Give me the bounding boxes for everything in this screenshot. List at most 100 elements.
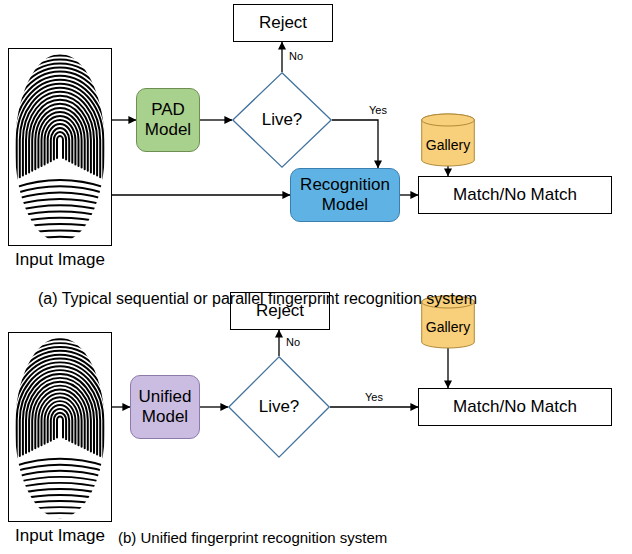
connector-arrow xyxy=(112,406,130,407)
fingerprint-ridge xyxy=(3,205,117,214)
fingerprint-ridge xyxy=(11,359,110,461)
node-label: Gallery xyxy=(424,137,472,153)
decision-diamond: Live? xyxy=(228,356,330,458)
connector-arrow xyxy=(281,42,282,72)
figure-caption: (a) Typical sequential or parallel finge… xyxy=(38,289,477,308)
fingerprint-ridge xyxy=(29,100,91,173)
diamond-shape xyxy=(229,357,329,457)
connector-arrow xyxy=(200,119,232,120)
fingerprint-ridge xyxy=(42,116,79,166)
connector-arrow xyxy=(200,406,228,407)
node-text-block: Live? xyxy=(254,110,310,130)
fingerprint-ridge xyxy=(57,136,63,158)
fingerprint-ridge xyxy=(17,84,104,179)
image-frame xyxy=(8,48,112,246)
node-text-block: Recognition Model xyxy=(295,175,395,214)
node-text-block: PAD Model xyxy=(141,100,195,139)
node-text-block: Gallery xyxy=(424,137,472,153)
fingerprint-ridge xyxy=(7,355,112,463)
fingerprint-image xyxy=(0,339,125,524)
fingerprint-ridge xyxy=(3,483,117,492)
fingerprint-ridge xyxy=(26,96,94,174)
node-text-block: Reject xyxy=(239,13,327,33)
node-text-block: Unified Model xyxy=(135,387,195,426)
terminal-box: Match/No Match xyxy=(418,388,612,426)
fingerprint-ridge xyxy=(20,370,100,456)
fingerprint-ridge xyxy=(32,386,88,450)
connector-arrow xyxy=(447,348,448,388)
fingerprint-ridge xyxy=(7,72,112,184)
fingerprint-ridge xyxy=(11,76,110,182)
fingerprint-ridge xyxy=(0,56,125,187)
fingerprint-ridge xyxy=(23,92,97,176)
fingerprint-ridge xyxy=(26,378,94,453)
fingerprint-ridge xyxy=(1,64,119,186)
node-text-block: Input Image xyxy=(13,250,107,270)
fingerprint-ridge xyxy=(51,128,69,161)
node-label: Gallery xyxy=(424,319,472,335)
cylinder-top xyxy=(422,114,475,126)
node-label: Live? xyxy=(250,397,307,417)
fingerprint-ridge xyxy=(4,68,115,186)
decision-diamond: Live? xyxy=(232,72,332,168)
input-image: Input Image xyxy=(8,48,112,270)
fingerprint-ridge xyxy=(3,477,117,487)
figure-caption: (b) Unified fingerprint recognition syst… xyxy=(118,529,387,547)
connector-arrow xyxy=(332,120,378,168)
fingerprint-ridge xyxy=(48,405,73,442)
fingerprint-ridge xyxy=(48,124,73,163)
fingerprint-ridge xyxy=(0,339,125,464)
fingerprint-ridge xyxy=(54,413,66,439)
fingerprint-ridge xyxy=(51,409,69,441)
node-text-block: Match/No Match xyxy=(424,185,606,205)
connector-arrow xyxy=(112,119,136,120)
terminal-box: Reject xyxy=(233,4,333,42)
terminal-box: Match/No Match xyxy=(418,176,612,214)
fingerprint-ridge xyxy=(42,397,79,445)
edge-label: Yes xyxy=(363,391,385,404)
node-text-block: Gallery xyxy=(424,319,472,335)
node-label: Reject xyxy=(239,13,327,33)
connector-arrow xyxy=(278,330,279,356)
fingerprint-ridge xyxy=(54,132,66,160)
fingerprint-ridge xyxy=(35,390,84,449)
image-frame xyxy=(8,332,112,522)
fingerprint-ridge xyxy=(17,366,104,457)
node-label: Live? xyxy=(254,110,310,130)
process-box: PAD Model xyxy=(136,88,200,152)
node-label: Match/No Match xyxy=(424,185,606,205)
fingerprint-ridge xyxy=(38,393,81,446)
fingerprint-ridge xyxy=(4,351,115,464)
fingerprint-ridge xyxy=(57,417,63,438)
node-text-block: Match/No Match xyxy=(424,397,606,417)
input-image: Input Image xyxy=(8,332,112,546)
process-box: Unified Model xyxy=(130,375,200,439)
fingerprint-ridge xyxy=(38,112,81,168)
fingerprint-ridge xyxy=(14,80,107,181)
connector-arrow xyxy=(400,194,418,195)
diamond-shape xyxy=(233,73,331,167)
database-cylinder: Gallery xyxy=(421,114,475,166)
fingerprint-ridge xyxy=(3,237,117,243)
fingerprint-ridge xyxy=(45,401,76,444)
fingerprint-ridge xyxy=(14,362,107,459)
node-label: Input Image xyxy=(13,250,107,270)
fingerprint-ridge xyxy=(32,104,88,171)
node-text-block: Input Image xyxy=(13,526,107,546)
edge-label: No xyxy=(284,336,302,349)
fingerprint-ridge xyxy=(3,199,117,209)
connector-arrow xyxy=(447,166,448,176)
fingerprint-ridge xyxy=(20,88,100,177)
fingerprint-ridge xyxy=(3,513,117,518)
edge-label: Yes xyxy=(367,104,389,117)
node-label: PAD Model xyxy=(141,100,195,139)
process-box: Recognition Model xyxy=(290,168,400,222)
fingerprint-ridge xyxy=(23,374,97,454)
fingerprint-ridge xyxy=(45,120,76,164)
fingerprint-image xyxy=(0,56,125,249)
connector-arrow xyxy=(330,406,418,407)
cylinder-body xyxy=(422,114,475,166)
node-text-block: Live? xyxy=(250,397,307,417)
